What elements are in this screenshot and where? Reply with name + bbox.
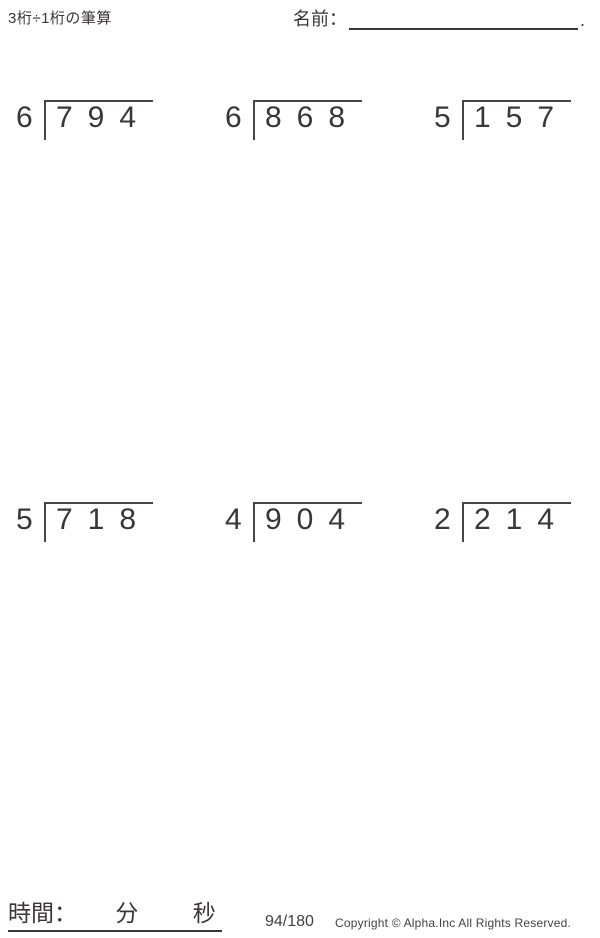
division-problem: 6 868 [225, 100, 362, 140]
name-field-row: 名前： . [293, 6, 585, 30]
minutes-label: 分 [115, 900, 139, 926]
time-fill-in-row: 時間： 分 秒 [8, 900, 222, 932]
name-line-period: . [580, 10, 586, 30]
dividend: 868 [265, 101, 361, 134]
divisor: 4 [225, 503, 242, 536]
division-problem: 6 794 [16, 100, 153, 140]
divisor: 5 [16, 503, 33, 536]
name-label: 名前： [293, 9, 347, 29]
dividend: 718 [56, 503, 152, 536]
divisor: 6 [16, 101, 33, 134]
division-bracket: 904 [253, 502, 362, 542]
name-fill-in-line [349, 10, 578, 30]
divisor: 2 [434, 503, 451, 536]
divisor: 6 [225, 101, 242, 134]
division-problem: 4 904 [225, 502, 362, 542]
division-bracket: 868 [253, 100, 362, 140]
seconds-label: 秒 [192, 900, 216, 926]
worksheet-title: 3桁÷1桁の筆算 [8, 10, 112, 27]
dividend: 157 [474, 101, 570, 134]
dividend: 794 [56, 101, 152, 134]
division-bracket: 157 [462, 100, 571, 140]
divisor: 5 [434, 101, 451, 134]
dividend: 904 [265, 503, 361, 536]
division-bracket: 718 [44, 502, 153, 542]
division-problem: 5 157 [434, 100, 571, 140]
dividend: 214 [474, 503, 570, 536]
division-bracket: 794 [44, 100, 153, 140]
page-number: 94/180 [265, 913, 314, 930]
time-label: 時間： [8, 900, 77, 926]
division-problem: 5 718 [16, 502, 153, 542]
division-bracket: 214 [462, 502, 571, 542]
copyright-notice: Copyright © Alpha.Inc All Rights Reserve… [335, 916, 572, 930]
division-problem: 2 214 [434, 502, 571, 542]
